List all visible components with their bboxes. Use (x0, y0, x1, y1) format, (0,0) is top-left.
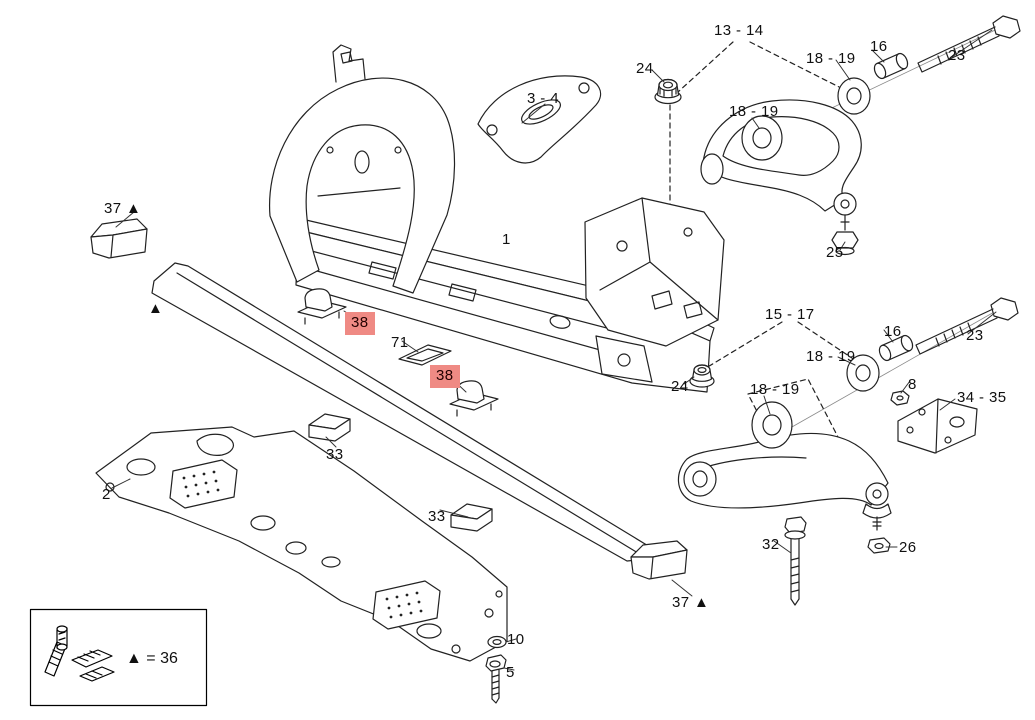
legend-equivalence-label: ▲ = 36 (126, 650, 178, 667)
part-label-23-upper[interactable]: 23 (948, 47, 966, 64)
part-label-37-top-left[interactable]: 37 ▲ (104, 200, 142, 217)
legend-box-art (29, 608, 208, 707)
part-label-3-4[interactable]: 3 - 4 (527, 90, 560, 107)
lower-plate-art (95, 426, 508, 662)
part-label-13-14[interactable]: 13 - 14 (714, 22, 764, 39)
part-label-2[interactable]: 2 (102, 486, 111, 503)
bump-stop-37-lower-art (630, 540, 688, 580)
part-label-16-upper[interactable]: 16 (870, 38, 888, 55)
mount-38-upper-art (297, 288, 347, 325)
upper-control-arm-art (654, 15, 1021, 256)
part-label-24-lower[interactable]: 24 (671, 378, 689, 395)
subframe-art (268, 44, 725, 393)
part-label-5[interactable]: 5 (506, 664, 515, 681)
part-label-18-19-upper-left[interactable]: 18 - 19 (729, 103, 779, 120)
part-label-triangle-bar-end[interactable]: ▲ (148, 300, 164, 317)
pad-33-lower-art (450, 503, 493, 532)
part-label-24-upper[interactable]: 24 (636, 60, 654, 77)
part-label-18-19-upper-right[interactable]: 18 - 19 (806, 50, 856, 67)
part-label-38-upper[interactable]: 38 (345, 312, 375, 335)
part-label-34-35[interactable]: 34 - 35 (957, 389, 1007, 406)
bolt-5-art (485, 654, 507, 704)
pad-33-upper-art (308, 413, 351, 442)
part-label-26[interactable]: 26 (899, 539, 917, 556)
part-label-25[interactable]: 25 (826, 244, 844, 261)
part-label-15-17[interactable]: 15 - 17 (765, 306, 815, 323)
part-label-18-19-lower-left[interactable]: 18 - 19 (750, 381, 800, 398)
part-label-23-lower[interactable]: 23 (966, 327, 984, 344)
part-label-71[interactable]: 71 (391, 334, 409, 351)
bracket-3-4-art (477, 75, 602, 164)
bump-stop-37-upper-art (90, 218, 148, 259)
mount-38-lower-art (449, 380, 499, 417)
washer-10-art (487, 635, 507, 649)
part-label-8[interactable]: 8 (908, 376, 917, 393)
part-label-38-lower[interactable]: 38 (430, 365, 460, 388)
lower-control-arm-art (677, 297, 1019, 606)
part-label-16-lower[interactable]: 16 (884, 323, 902, 340)
part-label-1[interactable]: 1 (502, 231, 511, 248)
shim-71-art (398, 344, 452, 366)
part-label-32[interactable]: 32 (762, 536, 780, 553)
part-label-37-bottom[interactable]: 37 ▲ (672, 594, 710, 611)
part-label-33-upper[interactable]: 33 (326, 446, 344, 463)
part-label-10[interactable]: 10 (507, 631, 525, 648)
part-label-18-19-lower-right[interactable]: 18 - 19 (806, 348, 856, 365)
part-label-33-lower[interactable]: 33 (428, 508, 446, 525)
